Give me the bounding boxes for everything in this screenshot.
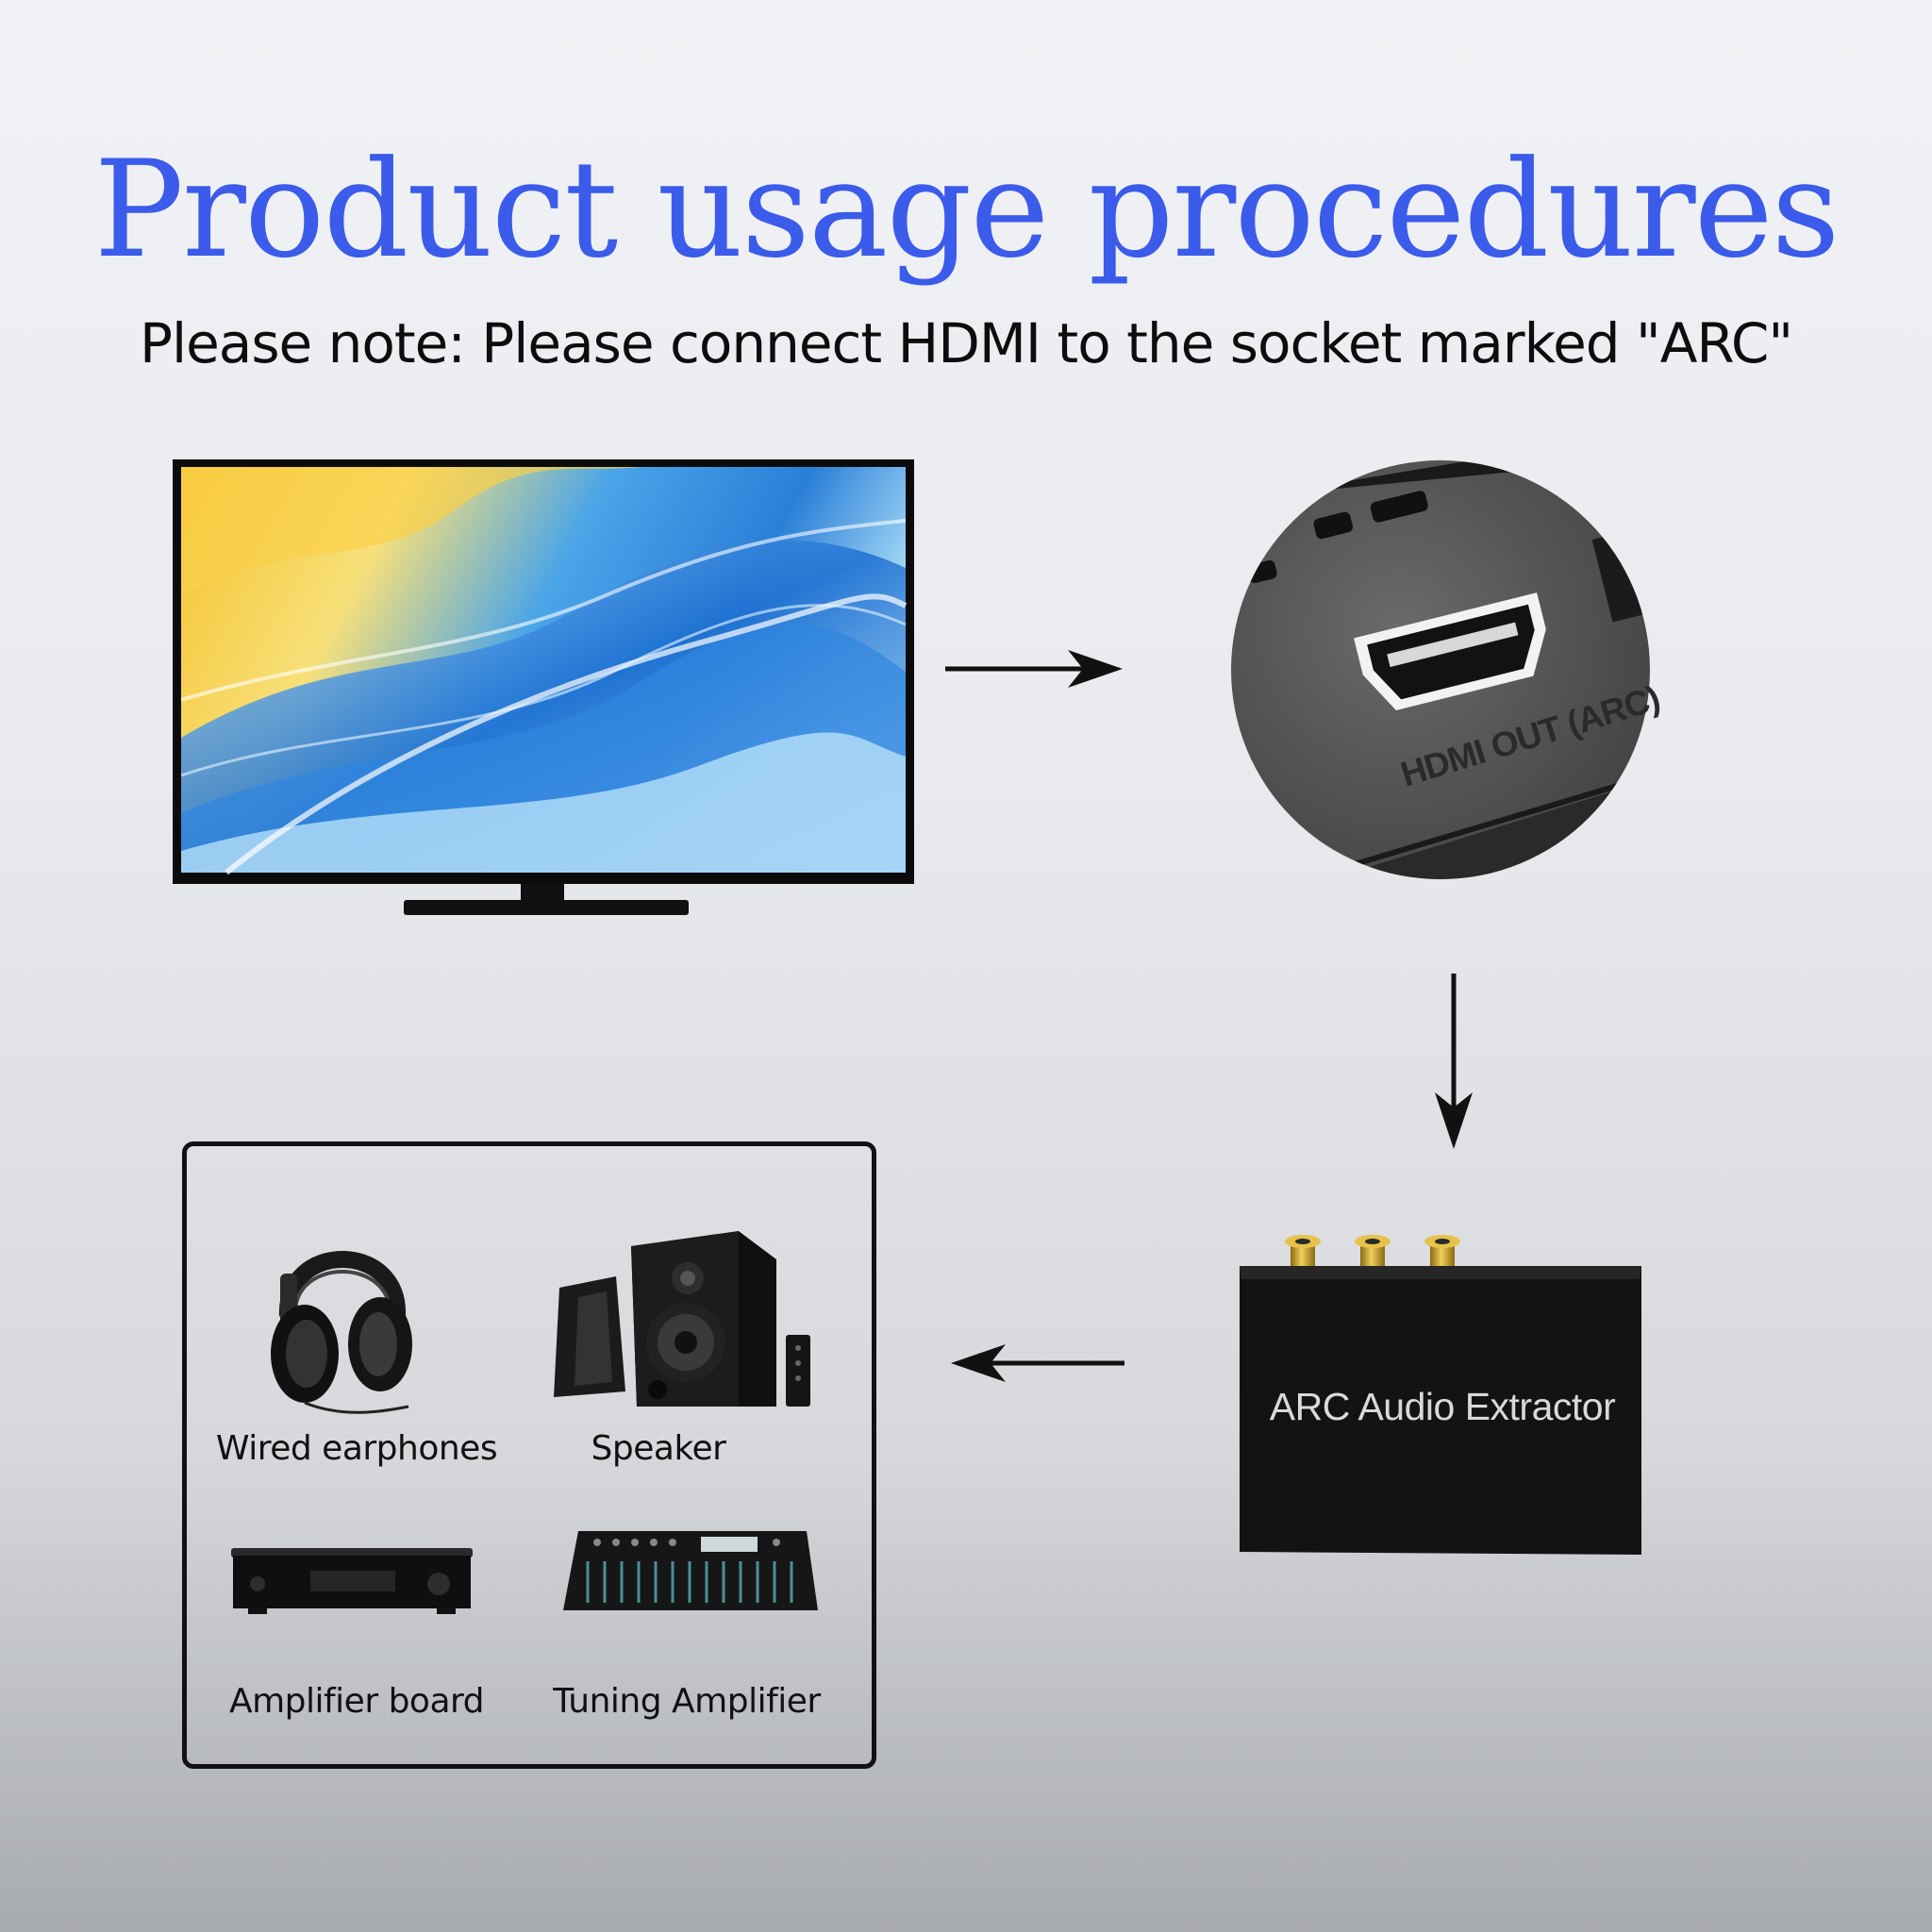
arrow-down-icon bbox=[1435, 974, 1473, 1149]
arc-audio-extractor-device bbox=[1240, 1235, 1641, 1555]
device-label-amplifier-board: Amplifier board bbox=[228, 1682, 485, 1721]
arrow-left-icon bbox=[951, 1344, 1124, 1382]
output-devices-panel: Wired earphones Speaker Amplifier board bbox=[182, 1141, 876, 1769]
tv-illustration bbox=[173, 459, 914, 915]
amplifier-icon bbox=[231, 1548, 473, 1614]
arrow-right-icon bbox=[945, 650, 1123, 688]
device-label-tuning-amplifier: Tuning Amplifier bbox=[553, 1682, 821, 1721]
device-label-wired-earphones: Wired earphones bbox=[215, 1429, 498, 1468]
connection-note: Please note: Please connect HDMI to the … bbox=[140, 311, 1793, 375]
page-title: Product usage procedures bbox=[93, 132, 1840, 288]
headphones-icon bbox=[271, 1251, 412, 1414]
extractor-label: ARC Audio Extractor bbox=[1269, 1385, 1616, 1428]
device-label-speaker: Speaker bbox=[591, 1429, 726, 1468]
hdmi-port-closeup bbox=[1231, 460, 1650, 879]
mixer-icon bbox=[563, 1531, 818, 1610]
speaker-icon bbox=[554, 1231, 810, 1407]
